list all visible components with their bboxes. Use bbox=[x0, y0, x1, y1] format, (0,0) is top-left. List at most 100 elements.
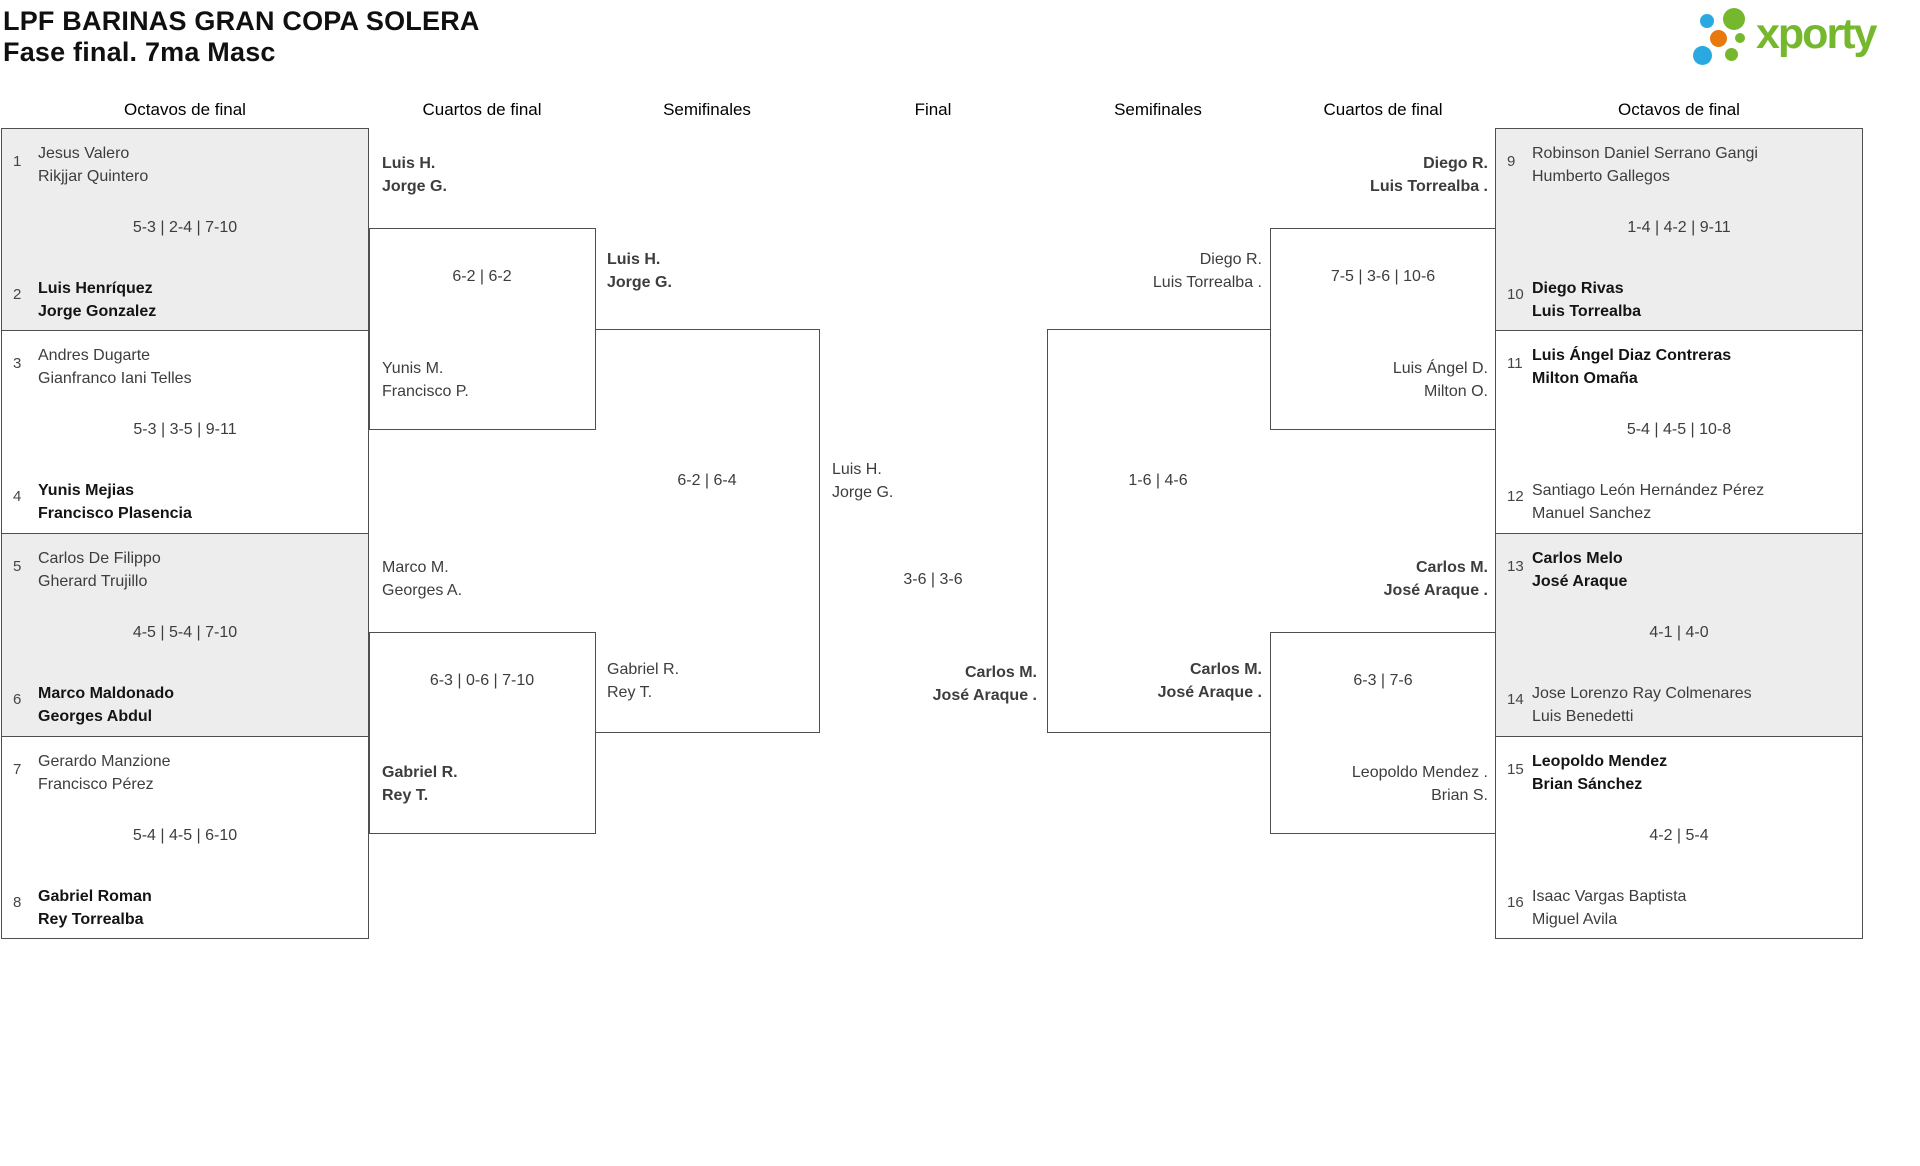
player-name: Francisco Plasencia bbox=[38, 505, 192, 522]
round-header-octavos-right: Octavos de final bbox=[1618, 100, 1740, 119]
player-name: Luis Ángel D. bbox=[1392, 360, 1488, 377]
player-name: Gerardo Manzione bbox=[38, 753, 171, 770]
player-name: Rikjjar Quintero bbox=[38, 168, 149, 185]
team-names-winner: Diego R. Luis Torrealba . bbox=[1370, 152, 1488, 198]
player-name: Carlos M. bbox=[1189, 661, 1262, 678]
round-header-final: Final bbox=[914, 100, 952, 119]
match-box-seeds-15-16: 15 Leopoldo Mendez Brian Sánchez 4-2 | 5… bbox=[1495, 736, 1863, 939]
player-name: José Araque . bbox=[1383, 582, 1488, 599]
match-score: 6-2 | 6-2 bbox=[452, 268, 512, 285]
player-name: Jorge Gonzalez bbox=[38, 303, 157, 320]
logo-dot-icon bbox=[1725, 48, 1738, 61]
player-name: Brian Sánchez bbox=[1532, 776, 1643, 793]
seed-number: 9 bbox=[1507, 153, 1516, 170]
team-names-winner: Luis Henríquez Jorge Gonzalez bbox=[38, 277, 156, 323]
player-name: Yunis M. bbox=[382, 360, 444, 377]
player-name: Georges Abdul bbox=[38, 708, 153, 725]
seed-number: 13 bbox=[1507, 558, 1524, 575]
team-names: Marco M. Georges A. bbox=[382, 556, 462, 602]
player-name: Robinson Daniel Serrano Gangi bbox=[1532, 145, 1758, 162]
match-box-seeds-13-14: 13 Carlos Melo José Araque 4-1 | 4-0 14 … bbox=[1495, 533, 1863, 737]
logo-dot-icon bbox=[1710, 30, 1727, 47]
team-names-winner: Luis H. Jorge G. bbox=[382, 152, 447, 198]
seed-number: 2 bbox=[13, 286, 22, 303]
match-box-quarterfinal-right-2 bbox=[1270, 632, 1496, 834]
page-title: LPF BARINAS GRAN COPA SOLERA Fase final.… bbox=[3, 6, 480, 68]
seed-number: 14 bbox=[1507, 691, 1524, 708]
seed-number: 4 bbox=[13, 488, 22, 505]
player-name: Humberto Gallegos bbox=[1532, 168, 1670, 185]
seed-number: 16 bbox=[1507, 894, 1524, 911]
player-name: Francisco P. bbox=[382, 383, 469, 400]
team-names: Luis Ángel D. Milton O. bbox=[1393, 357, 1488, 403]
match-box-seeds-9-10: 9 Robinson Daniel Serrano Gangi Humberto… bbox=[1495, 128, 1863, 331]
match-box-seeds-7-8: 7 Gerardo Manzione Francisco Pérez 5-4 |… bbox=[1, 736, 369, 939]
match-box-quarterfinal-left-2 bbox=[369, 632, 596, 834]
match-score: 7-5 | 3-6 | 10-6 bbox=[1330, 268, 1436, 285]
player-name: Andres Dugarte bbox=[38, 347, 151, 364]
xporty-logo[interactable] bbox=[1690, 0, 1910, 70]
match-score: 1-4 | 4-2 | 9-11 bbox=[1627, 219, 1731, 236]
player-name: Diego Rivas bbox=[1532, 280, 1624, 297]
player-name: Jorge G. bbox=[607, 274, 672, 291]
player-name: José Araque bbox=[1532, 573, 1628, 590]
team-names-winner: Marco Maldonado Georges Abdul bbox=[38, 682, 174, 728]
team-names: Yunis M. Francisco P. bbox=[382, 357, 469, 403]
team-names-winner: Gabriel R. Rey T. bbox=[382, 761, 458, 807]
tournament-name: LPF BARINAS GRAN COPA SOLERA bbox=[3, 6, 480, 36]
player-name: Leopoldo Mendez . bbox=[1351, 764, 1488, 781]
team-names: Gerardo Manzione Francisco Pérez bbox=[38, 750, 171, 796]
match-score: 5-3 | 3-5 | 9-11 bbox=[133, 421, 237, 438]
player-name: Luis Benedetti bbox=[1532, 708, 1634, 725]
team-names: Diego R. Luis Torrealba . bbox=[1153, 248, 1262, 294]
player-name: Milton Omaña bbox=[1532, 370, 1638, 387]
team-names: Carlos De Filippo Gherard Trujillo bbox=[38, 547, 161, 593]
team-names-winner: Carlos Melo José Araque bbox=[1532, 547, 1627, 593]
match-score: 6-3 | 7-6 bbox=[1353, 672, 1413, 689]
player-name: Luis H. bbox=[832, 461, 882, 478]
match-score: 5-3 | 2-4 | 7-10 bbox=[132, 219, 238, 236]
seed-number: 12 bbox=[1507, 488, 1524, 505]
player-name: Rey Torrealba bbox=[38, 911, 144, 928]
team-names: Jesus Valero Rikjjar Quintero bbox=[38, 142, 148, 188]
player-name: Rey T. bbox=[607, 684, 653, 701]
player-name: Luis Ángel Diaz Contreras bbox=[1532, 347, 1732, 364]
player-name: Jorge G. bbox=[832, 484, 894, 501]
player-name: Marco M. bbox=[382, 559, 449, 576]
player-name: Carlos M. bbox=[1415, 559, 1488, 576]
player-name: Jorge G. bbox=[382, 178, 447, 195]
player-name: Carlos M. bbox=[964, 664, 1037, 681]
seed-number: 5 bbox=[13, 558, 22, 575]
team-names: Andres Dugarte Gianfranco Iani Telles bbox=[38, 344, 192, 390]
match-score: 6-3 | 0-6 | 7-10 bbox=[429, 672, 535, 689]
player-name: Gherard Trujillo bbox=[38, 573, 148, 590]
player-name: Rey T. bbox=[382, 787, 429, 804]
round-header-semis-right: Semifinales bbox=[1114, 100, 1202, 119]
round-header-cuartos-right: Cuartos de final bbox=[1323, 100, 1443, 119]
logo-dot-icon bbox=[1693, 46, 1712, 65]
player-name: Miguel Avila bbox=[1532, 911, 1618, 928]
player-name: Diego R. bbox=[1423, 155, 1488, 172]
player-name: Milton O. bbox=[1423, 383, 1488, 400]
player-name: José Araque . bbox=[1157, 684, 1262, 701]
round-header-cuartos-left: Cuartos de final bbox=[422, 100, 542, 119]
player-name: Francisco Pérez bbox=[38, 776, 154, 793]
team-names: Jose Lorenzo Ray Colmenares Luis Benedet… bbox=[1532, 682, 1752, 728]
team-names: Santiago León Hernández Pérez Manuel San… bbox=[1532, 479, 1764, 525]
logo-dot-icon bbox=[1700, 14, 1714, 28]
seed-number: 15 bbox=[1507, 761, 1524, 778]
seed-number: 10 bbox=[1507, 286, 1524, 303]
team-names-winner: Carlos M. José Araque . bbox=[1158, 658, 1262, 704]
team-names-winner: Leopoldo Mendez Brian Sánchez bbox=[1532, 750, 1667, 796]
match-score: 4-1 | 4-0 bbox=[1649, 624, 1709, 641]
player-name: Luis H. bbox=[607, 251, 661, 268]
match-box-seeds-5-6: 5 Carlos De Filippo Gherard Trujillo 4-5… bbox=[1, 533, 369, 737]
seed-number: 11 bbox=[1507, 355, 1523, 372]
logo-wordmark[interactable]: xporty bbox=[1756, 10, 1877, 58]
seed-number: 7 bbox=[13, 761, 22, 778]
seed-number: 8 bbox=[13, 894, 22, 911]
match-box-seeds-11-12: 11 Luis Ángel Diaz Contreras Milton Omañ… bbox=[1495, 330, 1863, 534]
seed-number: 6 bbox=[13, 691, 22, 708]
seed-number: 1 bbox=[13, 153, 22, 170]
team-names: Leopoldo Mendez . Brian S. bbox=[1352, 761, 1488, 807]
